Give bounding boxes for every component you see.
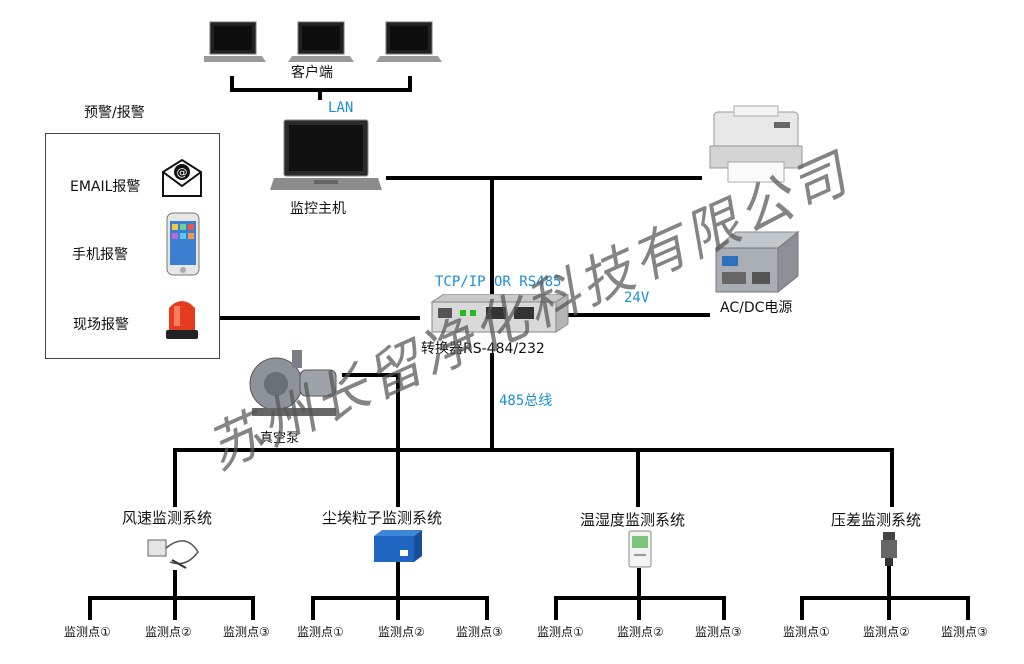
alarm-panel: EMAIL报警 @ 手机报警 现场报警 [45,133,220,359]
point-3-2: 监测点② [617,625,664,639]
email-alarm-label: EMAIL报警 [70,179,141,195]
host-label: 监控主机 [290,201,346,217]
lan-label: LAN [328,100,354,116]
system-name-dust-particle: 尘埃粒子监测系统 [322,509,443,527]
particle-counter-icon [374,530,422,562]
system-name-wind-speed: 风速监测系统 [122,509,213,527]
converter-label: 转换器RS-484/232 [421,341,545,357]
power-supply-icon [714,230,800,294]
pump-label: 真空泵 [260,431,300,446]
point-2-3: 监测点③ [456,625,503,639]
temp-humidity-sensor-icon [628,530,652,568]
svg-text:@: @ [177,166,188,179]
point-tree-4 [800,566,970,620]
point-4-2: 监测点② [863,625,910,639]
point-3-3: 监测点③ [695,625,742,639]
laptop-icon [376,21,442,62]
point-1-2: 监测点② [145,625,192,639]
point-3-1: 监测点① [537,625,584,639]
client-laptops [204,21,442,62]
power-label: AC/DC电源 [720,300,793,316]
system-name-temp-humidity: 温湿度监测系统 [580,511,686,529]
point-1-1: 监测点① [64,625,111,639]
wind-speed-sensor-icon [147,539,199,569]
pressure-sensor-icon [881,532,897,566]
laptop-icon [204,21,266,62]
point-2-2: 监测点② [378,625,425,639]
email-icon: @ [162,158,202,197]
point-4-3: 监测点③ [941,625,988,639]
protocol-label: TCP/IP OR RS485 [435,274,562,290]
clients-label: 客户端 [291,65,333,81]
bus-label: 485总线 [499,393,553,409]
vacuum-pump-icon [249,350,337,416]
mobile-phone-icon [166,212,200,276]
alarm-title: 预警/报警 [84,105,145,121]
site-alarm-label: 现场报警 [73,317,129,333]
voltage-label: 24V [624,290,650,306]
point-4-1: 监测点① [783,625,830,639]
point-tree-2 [311,562,489,620]
converter-icon [430,294,569,333]
point-1-3: 监测点③ [223,625,270,639]
mobile-alarm-label: 手机报警 [72,247,128,263]
alarm-light-icon [166,301,198,339]
point-tree-3 [554,568,726,620]
host-laptop-icon [270,119,382,190]
printer-icon [709,105,803,183]
laptop-icon [288,21,354,62]
point-tree-1 [88,570,255,620]
pump-link-line [342,373,400,452]
system-name-pressure-difference: 压差监测系统 [831,511,922,529]
point-2-1: 监测点① [297,625,344,639]
